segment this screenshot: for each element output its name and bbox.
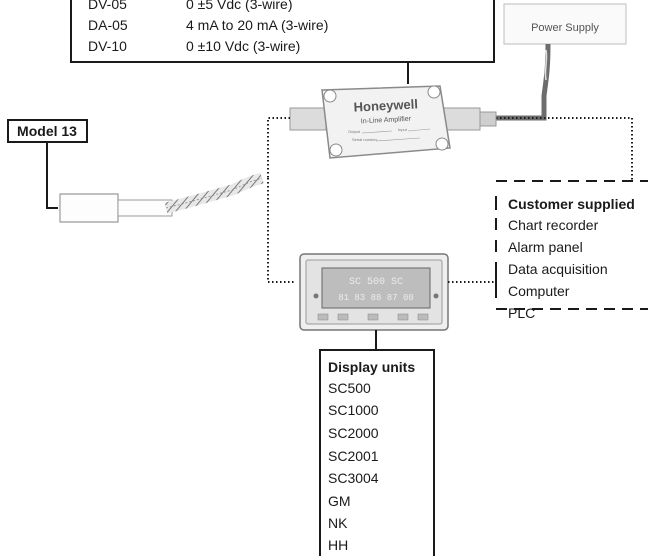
output-model-2: DA-05 xyxy=(88,17,128,33)
output-model-3: DV-10 xyxy=(88,38,127,54)
customer-item-2: Alarm panel xyxy=(508,239,583,255)
inline-amplifier: Honeywell In-Line Amplifier Output Input… xyxy=(289,85,497,159)
output-spec-3: 0 ±10 Vdc (3-wire) xyxy=(186,38,300,54)
amplifier-output-box: DV-05 0 ±5 Vdc (3-wire) DA-05 4 mA to 20… xyxy=(70,0,495,63)
link-amplifier-to-sensor xyxy=(267,117,290,178)
amplifier-brand: Honeywell xyxy=(353,96,418,114)
customer-item-5: PLC xyxy=(508,305,535,321)
display-unit-2: SC1000 xyxy=(328,402,379,418)
output-spec-1: 0 ±5 Vdc (3-wire) xyxy=(186,0,293,12)
display-unit-8: HH xyxy=(328,537,348,553)
amplifier-body xyxy=(321,85,451,159)
power-supply-cable xyxy=(496,43,551,121)
customer-item-4: Computer xyxy=(508,283,570,299)
link-amplifier-to-customer xyxy=(496,117,633,180)
display-unit-6: GM xyxy=(328,493,351,509)
amplifier-name: In-Line Amplifier xyxy=(361,116,412,126)
display-unit-7: NK xyxy=(328,515,348,531)
display-lcd xyxy=(321,267,431,309)
display-unit-4: SC2001 xyxy=(328,448,379,464)
amplifier-output-frame xyxy=(70,0,495,63)
display-units-frame xyxy=(319,349,435,556)
display-units-title: Display units xyxy=(328,359,415,375)
link-amplifier-to-display xyxy=(267,178,296,283)
display-device: SC 500 SC 81 83 88 87 00 xyxy=(299,253,449,331)
power-supply: Power Supply xyxy=(503,3,627,45)
display-unit-1: SC500 xyxy=(328,380,371,396)
power-supply-body xyxy=(503,3,627,45)
amplifier-field-3: Serial number xyxy=(352,137,378,142)
power-supply-label: Power Supply xyxy=(531,22,599,34)
display-unit-5: SC3004 xyxy=(328,470,379,486)
display-lcd-line-1: SC 500 SC xyxy=(349,277,403,288)
output-model-1: DV-05 xyxy=(88,0,127,12)
customer-item-1: Chart recorder xyxy=(508,217,599,233)
customer-supplied-box: Customer supplied Chart recorder Alarm p… xyxy=(495,180,648,321)
customer-item-3: Data acquisition xyxy=(508,261,608,277)
display-units-box: Display units SC500 SC1000 SC2000 SC2001… xyxy=(319,349,435,556)
display-unit-3: SC2000 xyxy=(328,425,379,441)
amplifier-field-2: Input xyxy=(398,127,408,132)
amplifier-field-1: Output xyxy=(348,129,361,134)
display-lcd-line-2: 81 83 88 87 00 xyxy=(338,293,414,303)
customer-supplied-title: Customer supplied xyxy=(508,196,635,212)
model-13-sensor xyxy=(59,172,264,223)
output-spec-2: 4 mA to 20 mA (3-wire) xyxy=(186,17,328,33)
model-13-label: Model 13 xyxy=(17,123,77,139)
model-13-callout: Model 13 xyxy=(7,119,88,209)
